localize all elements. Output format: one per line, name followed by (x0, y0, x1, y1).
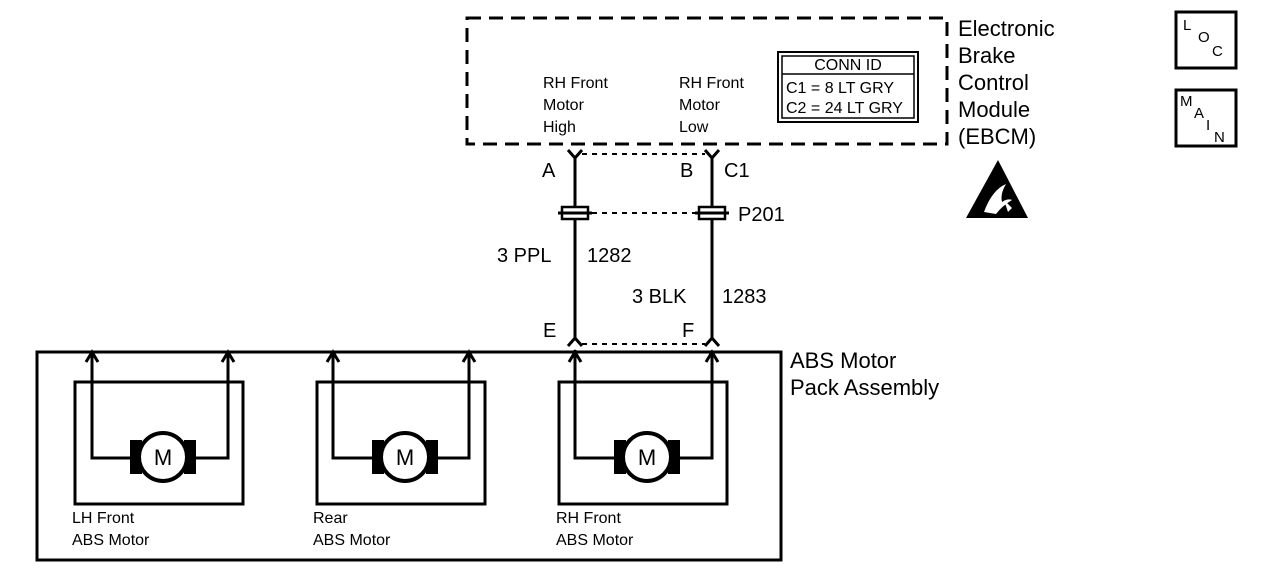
conn-id-box: CONN ID C1 = 8 LT GRY C2 = 24 LT GRY (777, 51, 919, 123)
svg-text:M: M (396, 445, 414, 470)
svg-text:(EBCM): (EBCM) (958, 124, 1036, 149)
conn-id-title: CONN ID (814, 57, 882, 74)
rh-front-motor: M RH Front ABS Motor (556, 349, 729, 549)
svg-text:M: M (1180, 93, 1193, 110)
ebcm-label: Electronic Brake Control Module (EBCM) (958, 16, 1055, 149)
svg-text:ABS Motor: ABS Motor (556, 532, 634, 549)
pin-a-function-label: RH Front Motor High (543, 75, 608, 136)
ebcm-module-outline (465, 16, 949, 146)
svg-text:ABS Motor: ABS Motor (72, 532, 150, 549)
svg-text:N: N (1214, 129, 1225, 146)
wire-2-circuit: 1283 (722, 286, 767, 308)
svg-text:RH Front: RH Front (556, 510, 621, 527)
conn-id-c2: C2 = 24 LT GRY (786, 100, 903, 117)
pin-a-label: A (542, 160, 556, 182)
svg-text:RH Front: RH Front (679, 75, 744, 92)
svg-text:Control: Control (958, 70, 1029, 95)
svg-text:Rear: Rear (313, 510, 348, 527)
wire-1282 (566, 149, 584, 352)
wire-1-circuit: 1282 (587, 245, 632, 267)
pin-b-label: B (680, 160, 693, 182)
conn-id-c1: C1 = 8 LT GRY (786, 80, 894, 97)
connector-c1-label: C1 (724, 160, 750, 182)
svg-text:Pack Assembly: Pack Assembly (790, 375, 939, 400)
svg-text:Electronic: Electronic (958, 16, 1055, 41)
connector-p201-label: P201 (738, 204, 785, 226)
svg-text:RH Front: RH Front (543, 75, 608, 92)
svg-text:Brake: Brake (958, 43, 1015, 68)
p201-connector-b (695, 205, 729, 221)
wire-1283 (703, 149, 721, 347)
svg-text:ABS Motor: ABS Motor (313, 532, 391, 549)
svg-text:L: L (1183, 17, 1191, 34)
pin-e-label: E (543, 320, 556, 342)
svg-text:M: M (638, 445, 656, 470)
svg-text:High: High (543, 119, 576, 136)
svg-text:I: I (1206, 117, 1210, 134)
svg-text:Motor: Motor (679, 97, 721, 114)
rear-motor: M Rear ABS Motor (313, 349, 487, 549)
loc-button[interactable]: L O C (1174, 10, 1238, 70)
pin-b-function-label: RH Front Motor Low (679, 75, 744, 136)
svg-text:C: C (1212, 43, 1223, 60)
svg-text:O: O (1198, 29, 1210, 46)
esd-warning-icon (966, 160, 1028, 218)
svg-text:Low: Low (679, 119, 709, 136)
svg-text:LH Front: LH Front (72, 510, 135, 527)
p201-connector-a (558, 205, 592, 221)
svg-text:A: A (1194, 105, 1204, 122)
abs-motor-pack-label: ABS Motor Pack Assembly (790, 348, 939, 400)
svg-text:M: M (154, 445, 172, 470)
svg-text:ABS Motor: ABS Motor (790, 348, 896, 373)
lh-front-motor: M LH Front ABS Motor (72, 349, 245, 549)
pin-f-label: F (682, 320, 694, 342)
main-button[interactable]: M A I N (1174, 88, 1238, 148)
wire-2-color: 3 BLK (632, 286, 687, 308)
svg-text:Module: Module (958, 97, 1030, 122)
svg-text:Motor: Motor (543, 97, 585, 114)
wire-1-color: 3 PPL (497, 245, 551, 267)
abs-motor-pack-outline (35, 350, 783, 562)
